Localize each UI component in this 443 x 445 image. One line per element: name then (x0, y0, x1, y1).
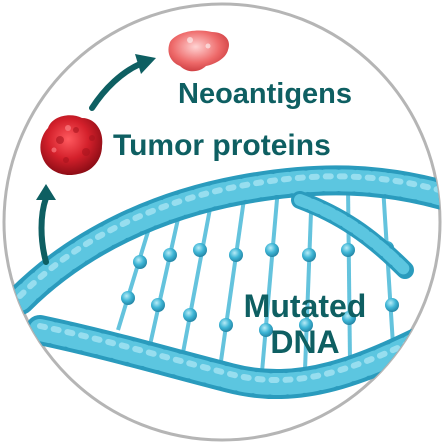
mutated-dna-label-line2: DNA (270, 324, 340, 360)
arrow-up-icon (36, 184, 56, 265)
neoantigen-blob-icon (168, 30, 230, 72)
tumor-proteins-label: Tumor proteins (113, 129, 331, 162)
mutated-dna-label: Mutated DNA (230, 288, 380, 360)
tumor-protein-blob-icon (40, 115, 103, 176)
dna-helix-icon (5, 165, 440, 399)
neoantigens-label: Neoantigens (178, 78, 353, 110)
arrow-up-right-icon (89, 54, 156, 111)
mutated-dna-label-line1: Mutated (243, 288, 367, 324)
